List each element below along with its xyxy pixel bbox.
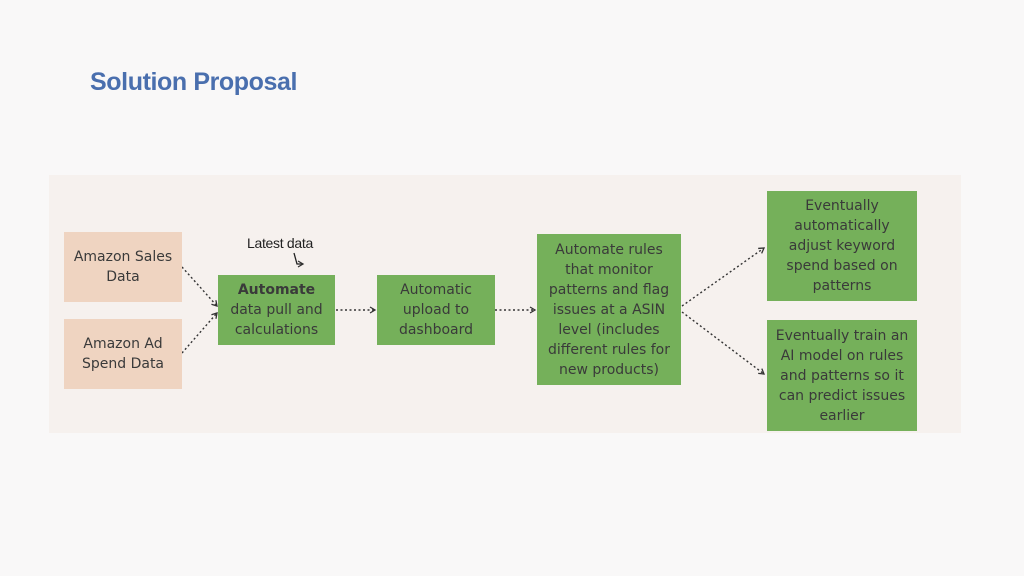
- step-train-text: Eventually train an AI model on rules an…: [775, 327, 909, 424]
- source-label: Amazon Sales Data: [73, 249, 173, 285]
- step-automate-title: Automate: [237, 282, 316, 298]
- source-amazon-ad-spend: Amazon Ad Spend Data: [64, 319, 182, 389]
- latest-data-arrow: [293, 252, 305, 268]
- step-automate-text: data pull and calculations: [230, 302, 323, 338]
- step-rules-text: Automate rules that monitor patterns and…: [547, 241, 671, 378]
- step-adjust-keyword-spend: Eventually automatically adjust keyword …: [767, 191, 917, 301]
- step-automate-data-pull: Automate data pull and calculations: [218, 275, 335, 345]
- source-label: Amazon Ad Spend Data: [81, 336, 165, 372]
- step-train-ai-model: Eventually train an AI model on rules an…: [767, 320, 917, 431]
- connector-adspend-to-automate: [181, 312, 218, 354]
- step-adjust-text: Eventually automatically adjust keyword …: [786, 198, 898, 294]
- latest-data-label: Latest data: [247, 235, 313, 251]
- slide-title: Solution Proposal: [90, 68, 298, 96]
- step-automate-rules: Automate rules that monitor patterns and…: [537, 234, 681, 385]
- connector-rules-to-adjust: [681, 247, 766, 307]
- connector-rules-to-train: [681, 311, 766, 375]
- step-upload-text: Automatic upload to dashboard: [398, 282, 474, 338]
- step-automatic-upload: Automatic upload to dashboard: [377, 275, 495, 345]
- connector-sales-to-automate: [181, 266, 218, 307]
- source-amazon-sales: Amazon Sales Data: [64, 232, 182, 302]
